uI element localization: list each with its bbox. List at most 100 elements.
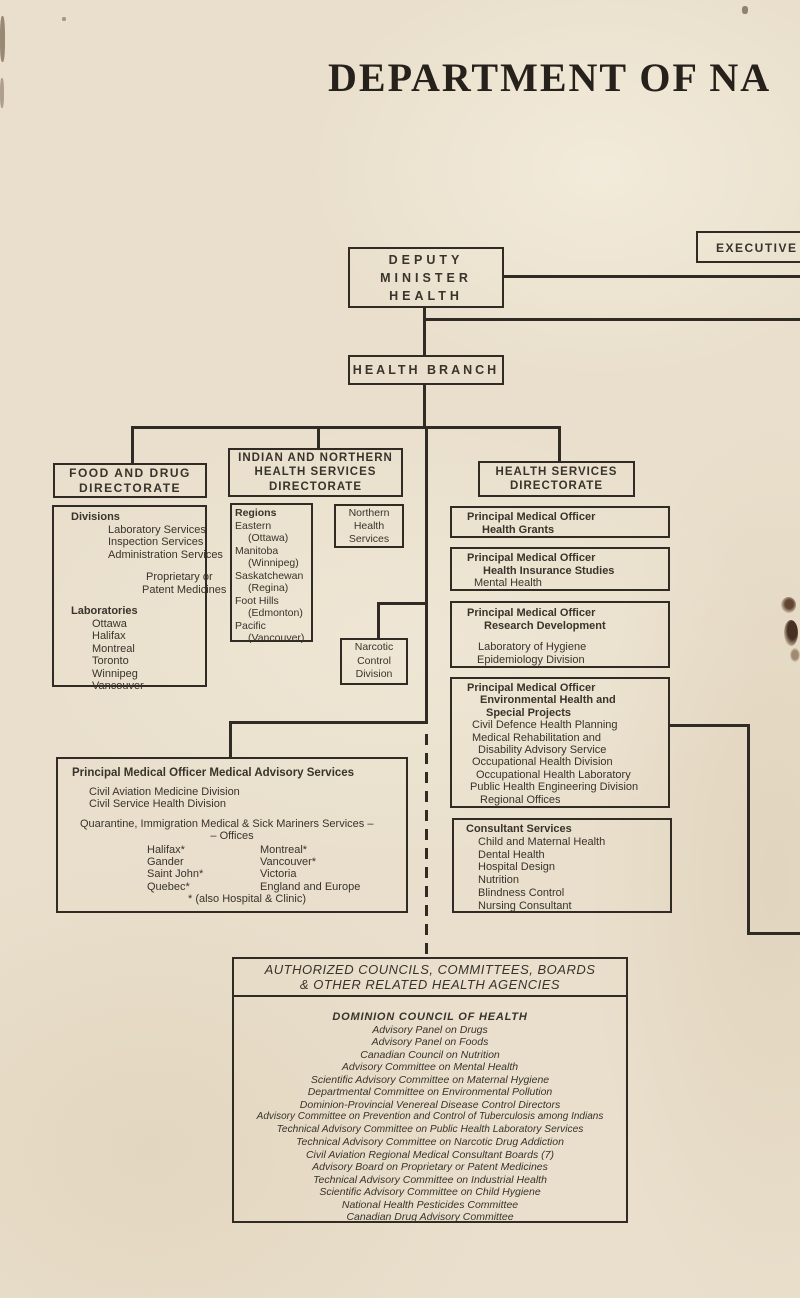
laboratory-item: Vancouver: [92, 680, 144, 692]
authorized-list-header: DOMINION COUNCIL OF HEALTH: [332, 1011, 528, 1023]
division-item: Laboratory Services: [108, 523, 206, 536]
connector-deputy-to-branch: [423, 306, 426, 357]
health-branch-box: HEALTH BRANCH: [348, 355, 504, 385]
region-line: Saskatchewan: [235, 569, 304, 582]
division-item: Administration Services: [108, 548, 223, 561]
authorized-item: Departmental Committee on Environmental …: [307, 1086, 553, 1098]
authorized-item: Advisory Committee on Mental Health: [341, 1061, 519, 1073]
pmo-title: Principal Medical Officer: [467, 552, 596, 564]
laboratory-item: Montreal: [92, 642, 135, 655]
pmo-insurance-box: Principal Medical Officer Health Insuran…: [450, 547, 670, 591]
authorized-councils-box: AUTHORIZED COUNCILS, COMMITTEES, BOARDS …: [232, 957, 628, 1223]
food-drug-directorate-box: FOOD AND DRUG DIRECTORATE: [53, 463, 207, 498]
scan-speck: [0, 78, 4, 108]
pmo-research-box: Principal Medical Officer Research Devel…: [450, 601, 670, 668]
narcotic-line: Control: [357, 654, 391, 667]
pmo-item: Medical Rehabilitation and: [472, 731, 602, 744]
connector-environmental-right: [668, 724, 750, 727]
pmo-subtitle: Health Insurance Studies: [483, 564, 615, 577]
food-drug-title-line: DIRECTORATE: [78, 480, 182, 495]
pmo-item: Mental Health: [474, 577, 542, 589]
narcotic-control-box: Narcotic Control Division: [340, 638, 408, 685]
quarantine-line: Quarantine, Immigration Medical & Sick M…: [80, 817, 374, 830]
quarantine-offices-line: – Offices: [210, 830, 254, 842]
pmo-title: Principal Medical Officer: [467, 607, 596, 619]
consultant-item: Nursing Consultant: [478, 899, 572, 912]
advisory-header: Principal Medical Officer Medical Adviso…: [72, 767, 355, 779]
region-line: Pacific: [235, 619, 266, 632]
page-title: DEPARTMENT OF NA: [328, 55, 772, 100]
consultant-header: Consultant Services: [466, 823, 572, 835]
connector-advisory-v: [229, 721, 232, 758]
pmo-health-grants-box: Principal Medical Officer Health Grants: [450, 506, 670, 538]
northern-health-line: Northern: [348, 506, 390, 519]
northern-health-line: Services: [348, 532, 390, 545]
authorized-item: Dominion-Provincial Venereal Disease Con…: [299, 1098, 561, 1111]
authorized-item: Scientific Advisory Committee on Child H…: [319, 1186, 541, 1198]
authorized-item: Civil Aviation Regional Medical Consulta…: [305, 1148, 555, 1161]
connector-right-exit: [747, 932, 800, 935]
deputy-line: DEPUTY: [388, 252, 464, 267]
pmo-title: Principal Medical Officer: [467, 511, 596, 523]
pmo-title: Principal Medical Officer: [467, 682, 596, 694]
pmo-item: Occupational Health Division: [472, 756, 613, 769]
executive-assistant-box: EXECUTIVE AS: [696, 231, 800, 263]
proprietary-line: Proprietary or: [146, 571, 213, 583]
consultant-item: Dental Health: [478, 848, 545, 861]
region-line: (Regina): [248, 582, 289, 594]
health-services-title-line: HEALTH SERVICES: [495, 465, 618, 478]
region-line: Foot Hills: [235, 594, 279, 607]
authorized-item: Advisory Committee on Prevention and Con…: [256, 1111, 604, 1122]
consultant-services-box: Consultant Services Child and Maternal H…: [452, 818, 672, 913]
deputy-minister-box: DEPUTY MINISTER HEALTH: [348, 247, 504, 308]
authorized-item: Scientific Advisory Committee on Materna…: [310, 1073, 550, 1086]
authorized-item: Technical Advisory Committee on Narcotic…: [296, 1136, 564, 1148]
laboratory-item: Ottawa: [92, 617, 127, 630]
authorized-item: Canadian Council on Nutrition: [360, 1048, 500, 1061]
deputy-line: MINISTER: [380, 270, 472, 285]
office-item: Gander: [147, 855, 184, 868]
office-item: Saint John*: [147, 868, 204, 881]
connector-narcotic-jog-h: [378, 602, 428, 605]
pmo-item: Civil Defence Health Planning: [472, 719, 618, 732]
pmo-item: Disability Advisory Service: [478, 744, 607, 757]
office-item: Vancouver*: [260, 855, 317, 868]
office-item: Halifax*: [147, 843, 185, 856]
food-drug-title-line: FOOD AND DRUG: [69, 465, 191, 480]
consultant-item: Hospital Design: [478, 861, 556, 874]
region-line: (Edmonton): [248, 607, 303, 619]
division-item: Inspection Services: [108, 536, 204, 548]
scan-stain: [784, 620, 798, 646]
authorized-item: Advisory Board on Proprietary or Patent …: [312, 1161, 548, 1173]
connector-main-branch: [131, 426, 561, 429]
office-item: Victoria: [260, 868, 297, 881]
pmo-item: Epidemiology Division: [477, 653, 585, 666]
pmo-subtitle: Environmental Health and: [480, 694, 616, 707]
executive-assistant-label: EXECUTIVE AS: [716, 241, 800, 255]
pmo-environmental-box: Principal Medical Officer Environmental …: [450, 677, 670, 808]
pmo-item: Laboratory of Hygiene: [478, 641, 587, 653]
pmo-item: Public Health Engineering Division: [470, 781, 639, 794]
pmo-item: Occupational Health Laboratory: [476, 768, 631, 781]
authorized-item: Advisory Panel on Drugs: [372, 1023, 488, 1036]
pmo-subtitle: Special Projects: [486, 706, 571, 719]
office-item: Quebec*: [147, 880, 190, 893]
narcotic-line: Narcotic: [354, 641, 394, 654]
divisions-header: Divisions: [71, 511, 120, 523]
connector-to-indian-northern: [317, 426, 320, 449]
office-item: Montreal*: [260, 843, 308, 856]
indian-northern-directorate-box: INDIAN AND NORTHERN HEALTH SERVICES DIRE…: [228, 448, 403, 497]
authorized-item: Technical Advisory Committee on Public H…: [276, 1123, 584, 1135]
connector-right-down: [747, 724, 750, 935]
laboratory-item: Winnipeg: [92, 667, 138, 680]
connector-to-health-services: [558, 426, 561, 462]
northern-health-line: Health: [353, 519, 385, 532]
health-services-directorate-box: HEALTH SERVICES DIRECTORATE: [478, 461, 635, 497]
pmo-subtitle: Health Grants: [482, 523, 555, 536]
region-line: Manitoba: [235, 544, 279, 557]
offices-columns: Halifax* Montreal* Gander Vancouver* Sai…: [58, 844, 406, 894]
health-services-title-line: DIRECTORATE: [510, 480, 603, 492]
consultant-item: Blindness Control: [478, 886, 565, 899]
connector-to-food-drug: [131, 426, 134, 464]
